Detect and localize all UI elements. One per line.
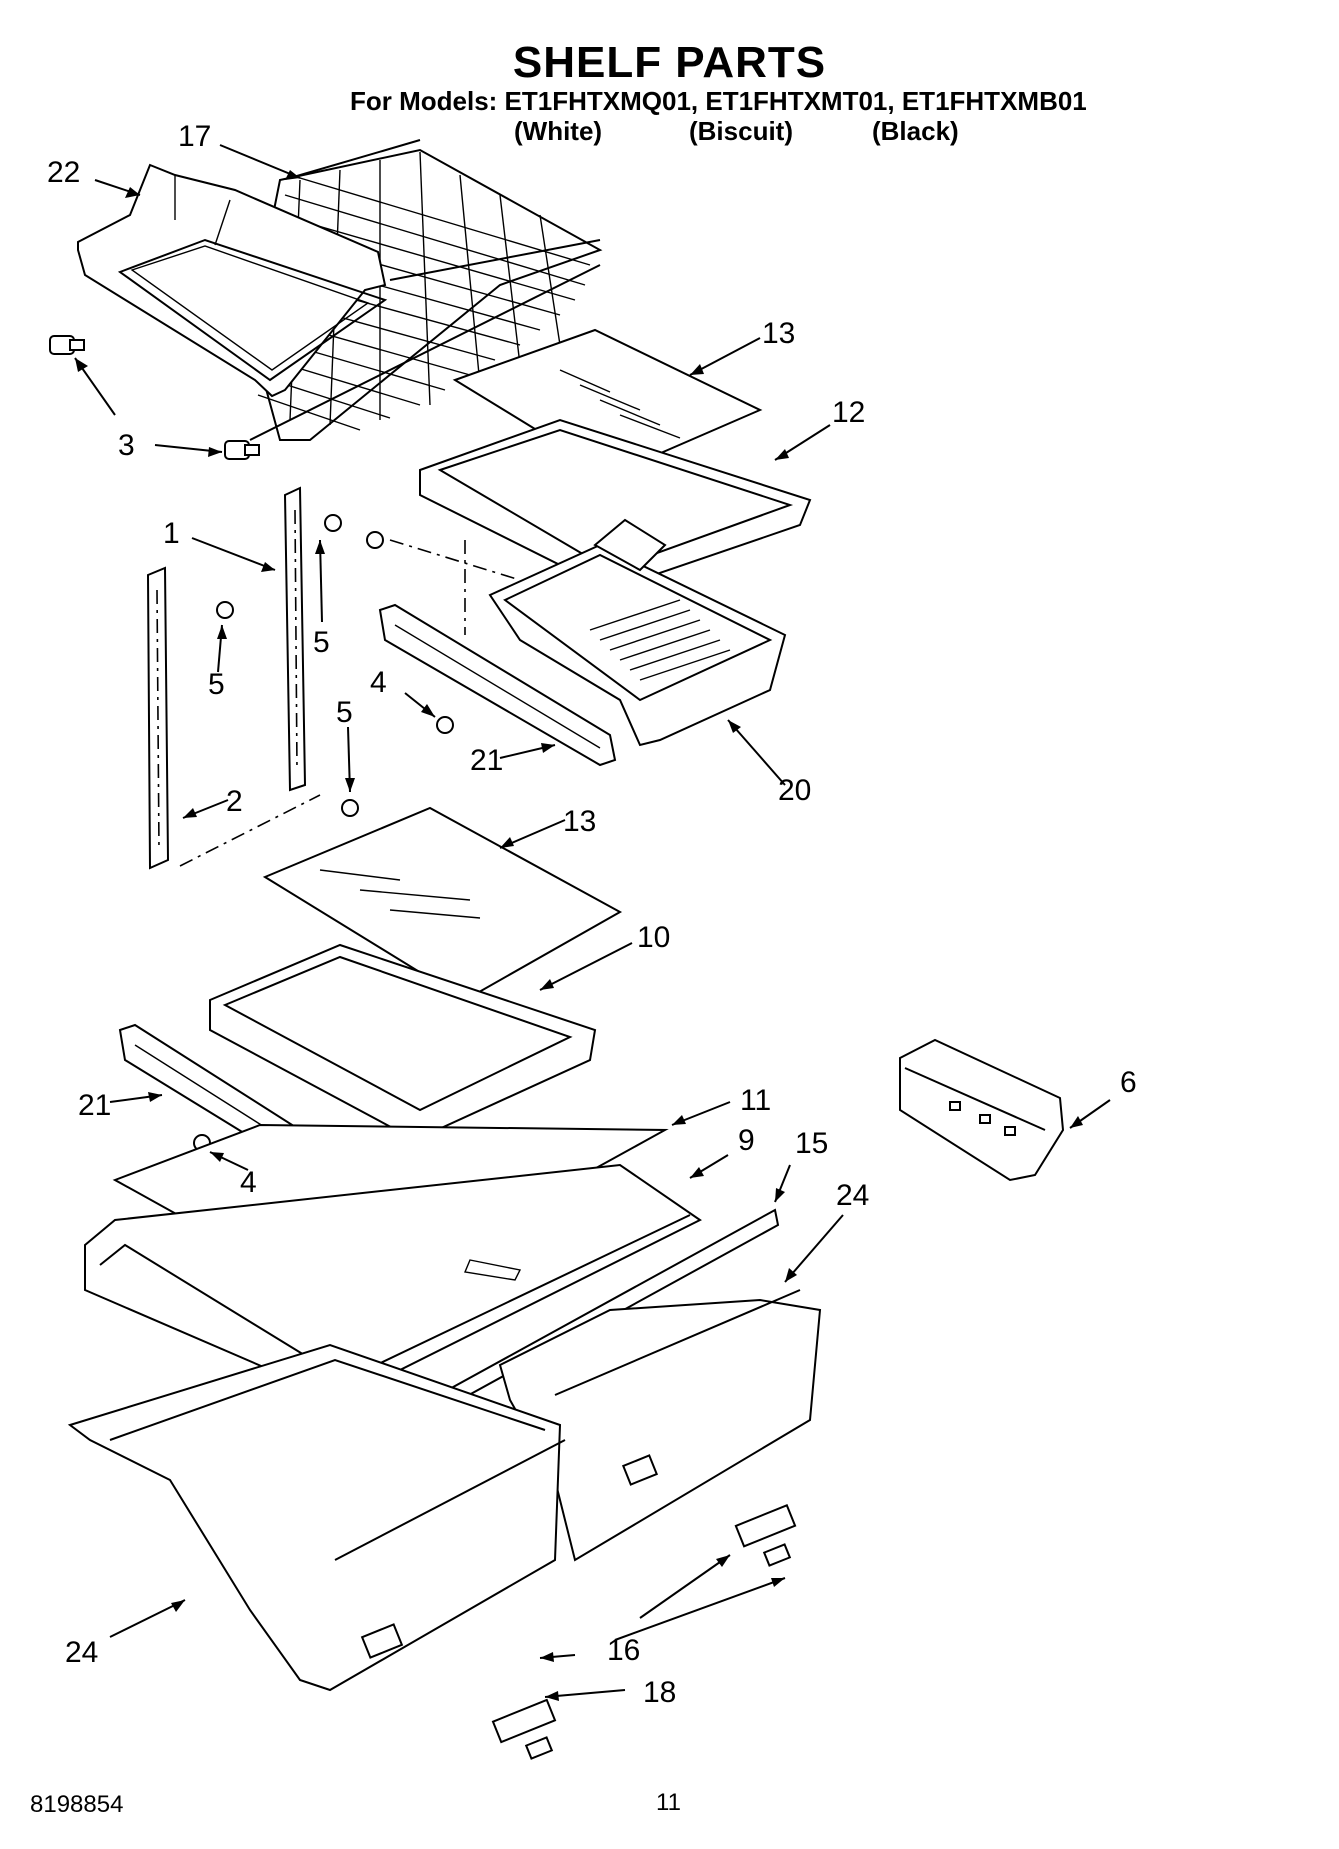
- page-number: 11: [656, 1789, 681, 1816]
- crisper-cover-frame: [84, 1163, 702, 1402]
- variant-white: (White): [514, 116, 603, 146]
- callout-5-left: 5: [208, 668, 225, 701]
- callout-15: 15: [795, 1127, 828, 1160]
- upper-shelf-frame: [419, 418, 812, 592]
- callout-21-lower: 21: [78, 1089, 111, 1122]
- shelf-ladders: [146, 486, 307, 870]
- callout-21-upper: 21: [470, 744, 503, 777]
- middle-glass-shelf: [262, 806, 623, 1002]
- callout-24-right: 24: [836, 1179, 869, 1212]
- door-bin: [899, 1038, 1065, 1182]
- page-title: SHELF PARTS: [512, 38, 827, 87]
- callout-5-lower: 5: [336, 696, 353, 729]
- callout-4-upper: 4: [370, 666, 387, 699]
- callout-9: 9: [738, 1124, 755, 1157]
- callout-2: 2: [226, 785, 243, 818]
- middle-shelf-frame: [209, 943, 597, 1142]
- variant-biscuit: (Biscuit): [689, 116, 793, 146]
- document-number: 8198854: [30, 1791, 124, 1818]
- callout-13-middle: 13: [563, 805, 596, 838]
- callout-24-left: 24: [65, 1636, 98, 1669]
- callout-18: 18: [643, 1676, 676, 1709]
- callout-17: 17: [178, 120, 211, 153]
- assembly-lines: [179, 539, 521, 867]
- deli-drawer: [77, 163, 388, 398]
- callout-6: 6: [1120, 1066, 1137, 1099]
- variant-black: (Black): [872, 116, 959, 146]
- callout-22: 22: [47, 156, 80, 189]
- callout-1: 1: [163, 517, 180, 550]
- callout-leaders: [74, 144, 1111, 1701]
- callout-16: 16: [607, 1634, 640, 1667]
- callout-13-upper: 13: [762, 317, 795, 350]
- upper-slide-rail: [378, 603, 617, 767]
- callout-12: 12: [832, 396, 865, 429]
- meat-pan: [488, 518, 787, 747]
- model-list: For Models: ET1FHTXMQ01, ET1FHTXMT01, ET…: [350, 86, 1087, 116]
- callout-3: 3: [118, 429, 135, 462]
- crisper-drawer-left: [67, 1343, 566, 1692]
- callout-11: 11: [740, 1084, 771, 1117]
- callout-5-upper: 5: [313, 626, 330, 659]
- callout-4-lower: 4: [240, 1166, 257, 1199]
- callout-20: 20: [778, 774, 811, 807]
- drawer-label-holders: [491, 1504, 797, 1760]
- shelf-end-caps: [49, 335, 260, 460]
- callout-10: 10: [637, 921, 670, 954]
- callout-numbers: 22 17 3 13 12 1 5 5 5 4 21 20 2 13 10 6 …: [47, 120, 1137, 1709]
